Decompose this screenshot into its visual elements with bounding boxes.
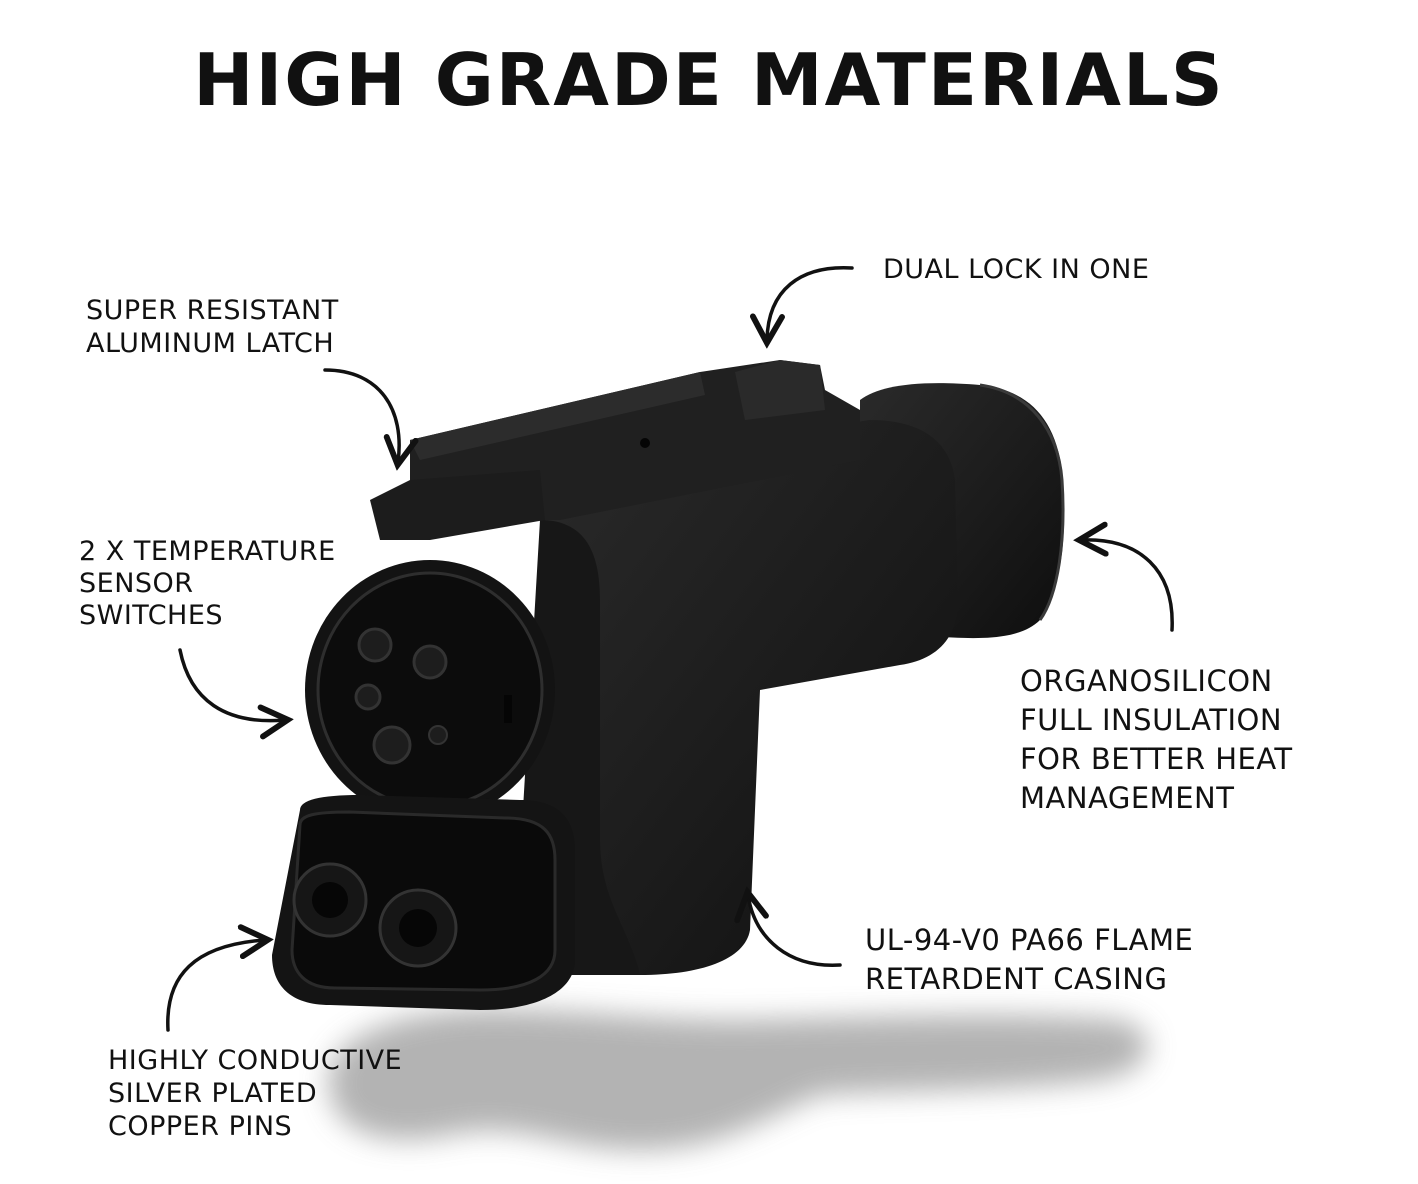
callout-line: 2 X TEMPERATURE xyxy=(79,536,336,567)
callout-temperature: 2 X TEMPERATURE SENSOR SWITCHES xyxy=(79,536,336,632)
arrow-latch xyxy=(323,368,399,462)
adapter-body xyxy=(272,360,1065,1010)
callout-line: DUAL LOCK IN ONE xyxy=(883,254,1150,285)
callout-line: RETARDENT CASING xyxy=(865,962,1168,996)
callout-line: COPPER PINS xyxy=(108,1111,293,1142)
callout-line: SUPER RESISTANT xyxy=(86,295,339,326)
callout-line: FOR BETTER HEAT xyxy=(1020,742,1293,776)
callout-dual-lock: DUAL LOCK IN ONE xyxy=(883,253,1149,286)
callout-line: ALUMINUM LATCH xyxy=(86,328,335,359)
arrow-casing xyxy=(748,895,842,967)
arrow-insulation xyxy=(1082,540,1174,632)
callout-line: HIGHLY CONDUCTIVE xyxy=(108,1045,403,1076)
callout-latch: SUPER RESISTANT ALUMINUM LATCH xyxy=(86,294,339,360)
callout-pins: HIGHLY CONDUCTIVE SILVER PLATED COPPER P… xyxy=(108,1044,402,1143)
callout-line: SWITCHES xyxy=(79,600,224,631)
callout-line: SENSOR xyxy=(79,568,194,599)
product-shadow xyxy=(328,1009,1148,1150)
arrow-dual-lock xyxy=(767,266,854,340)
arrow-pins xyxy=(166,940,265,1032)
callout-line: ORGANOSILICON xyxy=(1020,664,1273,698)
page-title: HIGH GRADE MATERIALS xyxy=(193,38,1225,122)
arrow-temperature xyxy=(178,648,285,721)
callout-line: SILVER PLATED xyxy=(108,1078,318,1109)
callout-insulation: ORGANOSILICON FULL INSULATION FOR BETTER… xyxy=(1020,662,1293,818)
callout-line: FULL INSULATION xyxy=(1020,703,1283,737)
callout-casing: UL-94-V0 PA66 FLAME RETARDENT CASING xyxy=(865,921,1193,999)
callout-line: MANAGEMENT xyxy=(1020,781,1235,815)
callout-line: UL-94-V0 PA66 FLAME xyxy=(865,923,1194,957)
